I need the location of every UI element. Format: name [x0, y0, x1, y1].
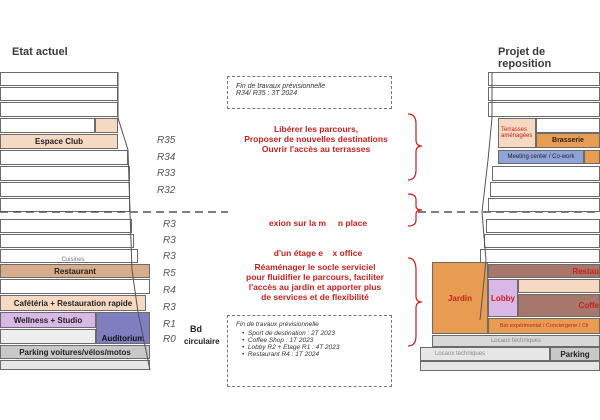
parking-right: Parking — [550, 347, 600, 361]
terrasses: Terrasses aménagées — [498, 118, 536, 148]
floor — [518, 279, 600, 293]
floor — [0, 279, 150, 294]
level-label: R3 — [163, 302, 176, 313]
circulaire-label: circulaire — [184, 337, 220, 346]
facade-line — [117, 72, 151, 371]
club-annex — [95, 118, 118, 133]
floor — [536, 118, 600, 133]
right-title: Projet de reposition — [498, 46, 552, 70]
level-label: R3 — [163, 219, 176, 230]
bottom-note: Fin de travaux prévisionnelle • Sport de… — [227, 315, 392, 387]
level-label: R0 — [163, 334, 176, 345]
level-label: R3 — [163, 235, 176, 246]
floor — [0, 360, 150, 370]
floor — [0, 72, 118, 86]
meeting-center: Meeting center / Co-work — [498, 150, 584, 164]
top-note-line: R34/ R35 : 3T 2024 — [236, 90, 298, 97]
bottom-note-item: • Coffee Shop : 1T 2023 — [242, 337, 314, 344]
floor — [0, 249, 138, 263]
cafeteria-floor: Cafétéria + Restauration rapide — [0, 295, 146, 311]
brasserie: Brasserie — [536, 133, 600, 148]
floor — [488, 198, 600, 212]
restaurant-floor: Restaurant — [0, 264, 150, 278]
jardin: Jardin — [432, 262, 488, 334]
red-text-block-2: exion sur la m n place d'un étage e x of… — [268, 218, 368, 258]
floor — [0, 118, 95, 133]
auditorium: Auditorium — [96, 312, 150, 344]
red-braces — [407, 113, 423, 347]
floor — [0, 150, 128, 165]
floor — [420, 361, 600, 371]
espace-club: Espace Club — [0, 134, 118, 149]
bd-label: Bd — [190, 324, 202, 334]
floor — [0, 102, 118, 117]
bar-experimental: Bar expérimental / Conciergerie / Cli — [488, 318, 600, 334]
level-label: R4 — [163, 285, 176, 296]
top-note: Fin de travaux prévisionnelle R34/ R35 :… — [227, 76, 392, 109]
bottom-note-item: • Restaurant R4 : 1T 2024 — [242, 351, 320, 358]
floor — [488, 102, 600, 117]
cuisines-label: Cuisines — [61, 257, 85, 263]
coffee-shop: Coffe — [518, 294, 600, 317]
wellness-floor: Wellness + Studio — [0, 312, 96, 328]
floor — [0, 87, 118, 101]
floor — [584, 150, 600, 164]
floor — [0, 166, 130, 181]
floor — [490, 182, 600, 197]
parking-floor: Parking voitures/vélos/motos — [0, 345, 150, 359]
red-text-block-3: Réaménager le socle serviciel pour fluid… — [246, 262, 384, 302]
bottom-note-title: Fin de travaux prévisionnelle — [236, 321, 319, 328]
level-label: R33 — [157, 168, 176, 179]
level-label: R34 — [157, 152, 176, 163]
level-label: R32 — [157, 185, 176, 196]
level-label: R35 — [157, 135, 176, 146]
dashed-divider — [0, 211, 600, 213]
facade-line-right — [479, 72, 493, 321]
restaurant-right: Restau — [488, 264, 600, 278]
locaux-techniques-1: Locaux techniques — [432, 335, 600, 347]
locaux-techniques-2: Locaux techniques — [420, 347, 550, 361]
lobby: Lobby — [488, 279, 518, 317]
floor — [0, 234, 134, 248]
floor — [492, 166, 600, 181]
bottom-note-item: • Sport de destination : 2T 2023 — [242, 330, 335, 337]
red-text-block-1: Libérer les parcours, Proposer de nouvel… — [244, 124, 388, 154]
floor — [488, 87, 600, 101]
floor — [486, 219, 600, 233]
top-note-line: Fin de travaux prévisionnelle — [236, 83, 326, 90]
floor — [0, 219, 132, 233]
bottom-note-item: • Lobby R2 + Etage R1 : 4T 2023 — [242, 344, 340, 351]
floor — [0, 329, 96, 344]
floor — [484, 234, 600, 248]
level-label: R1 — [163, 319, 176, 330]
floor — [488, 72, 600, 86]
left-title: Etat actuel — [12, 46, 68, 58]
level-label: R5 — [163, 268, 176, 279]
level-label: R3 — [163, 251, 176, 262]
